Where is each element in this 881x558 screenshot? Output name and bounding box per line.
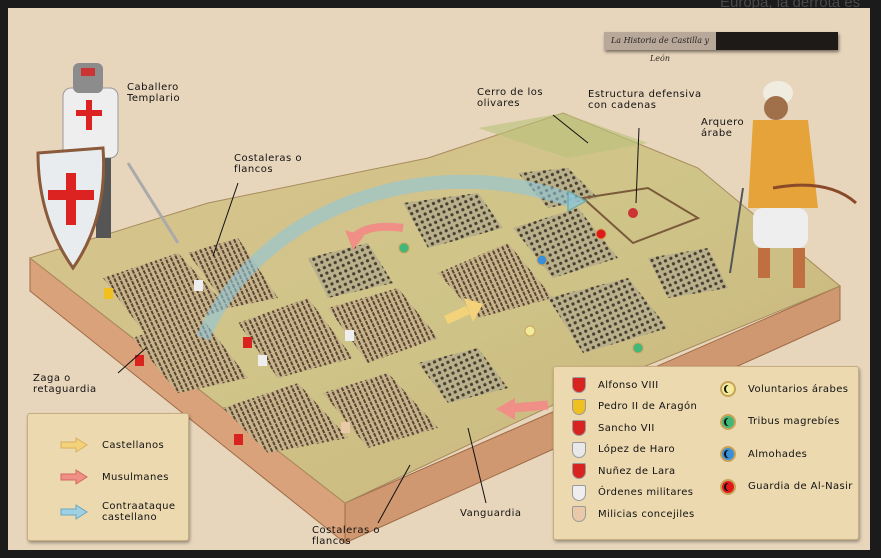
legend-item-muslim: Almohades	[720, 446, 807, 462]
battlefield-illustration	[28, 63, 857, 545]
templar-knight-figure	[36, 63, 180, 271]
castle-shield-icon	[572, 377, 586, 393]
legend-item-christian: Alfonso VIII	[572, 377, 659, 393]
unit-markers	[104, 228, 644, 445]
militia-shield-icon	[572, 506, 586, 522]
counterattack-arrow	[196, 174, 576, 341]
cross-shield-icon	[572, 484, 586, 501]
blue-arrow-icon	[60, 504, 88, 520]
label-vanguard: Vanguardia	[460, 508, 522, 519]
legend-item-muslim: Voluntarios árabes	[720, 381, 848, 397]
legend-item-muslim: Tribus magrebíes	[720, 413, 840, 430]
legend-item-contraataque: Contraataque castellano	[60, 501, 175, 523]
label-templar: Caballero Templario	[127, 82, 181, 104]
label-rear: Zaga o retaguardia	[33, 373, 97, 395]
cauldron-shield-icon	[572, 463, 586, 479]
legend-item-christian: Pedro II de Aragón	[572, 398, 697, 415]
label-hill: Cerro de los olivares	[477, 87, 544, 109]
aragon-shield-icon	[572, 398, 586, 415]
red-arrow-icon	[60, 469, 88, 485]
crescent-icon	[720, 413, 736, 430]
yellow-arrow-icon	[60, 437, 88, 453]
background-page-text: Europa, la derrota es	[720, 0, 861, 11]
movement-arrows	[196, 174, 588, 420]
arab-archer-figure	[729, 81, 857, 288]
site-banner: La Historia de Castilla y León	[604, 32, 838, 63]
arrow-legend: Castellanos Musulmanes Contraataque cast…	[27, 413, 189, 541]
legend-item-christian: Órdenes militares	[572, 484, 693, 501]
chain-defense	[580, 186, 701, 245]
label-flanks-bottom: Costaleras o flancos	[312, 525, 381, 547]
label-archer: Arquero árabe	[701, 117, 745, 139]
crescent-icon	[720, 478, 736, 495]
wolves-shield-icon	[572, 441, 586, 458]
legend-item-muslim: Guardia de Al-Nasir	[720, 478, 853, 495]
label-defense: Estructura defensiva con cadenas	[588, 89, 702, 111]
leader-lines	[117, 114, 640, 524]
legend-item-castellanos: Castellanos	[60, 437, 164, 453]
legend-item-christian: Nuñez de Lara	[572, 463, 676, 479]
legend-item-christian: Milicias concejiles	[572, 506, 695, 522]
legend-item-christian: López de Haro	[572, 441, 675, 458]
eagle-shield-icon	[572, 420, 586, 436]
crescent-icon	[720, 381, 736, 397]
label-flanks-top: Costaleras o flancos	[234, 153, 303, 175]
banner-title: La Historia de Castilla y León	[604, 32, 716, 63]
legend-item-musulmanes: Musulmanes	[60, 469, 169, 485]
battle-infographic: La Historia de Castilla y León Caballero…	[8, 8, 870, 550]
crescent-icon	[720, 446, 736, 462]
legend-item-christian: Sancho VII	[572, 420, 655, 436]
